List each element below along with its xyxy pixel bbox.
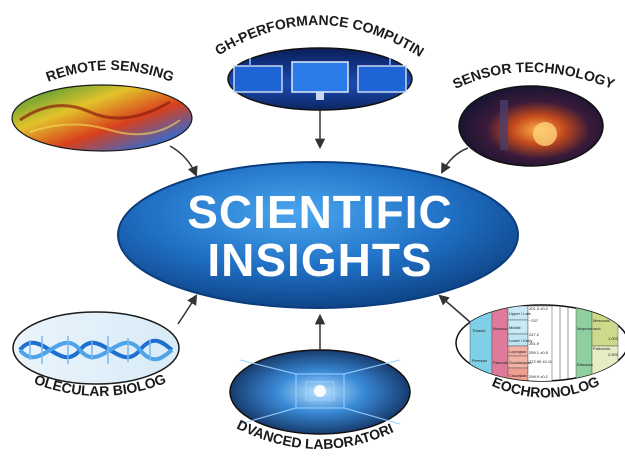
arrow-molecular-biology [177,294,198,325]
monitor-icon [233,58,407,100]
lab-light [314,385,326,397]
arrows [169,108,471,350]
terrain-ridge-2 [29,119,181,136]
geo-row-label: Middle [509,325,522,330]
geo-side-label: Mesozoic [493,327,508,331]
geo-value: 298.9 ±0.2 [529,374,549,379]
geo-row-label: Lopingian [509,349,526,354]
node-sensor-technology: SENSOR TECHNOLOGY [450,59,618,167]
sensor-technology-image [458,85,604,167]
center-node: SCIENTIFIC INSIGHTS [117,161,519,309]
geo-right-label: Mesozoic [593,318,610,323]
node-remote-sensing: REMOTE SENSING [11,57,193,152]
arrow-geochronology [438,294,471,323]
arrow-sensor-technology [440,147,469,174]
sensor-rig [500,100,508,150]
remote-sensing-image [11,84,193,152]
geo-row-label: Upper / Late [509,311,532,316]
geo-right-label: Paleozoic [593,346,610,351]
center-ellipse [117,161,519,309]
geochronology-table: Upper / Late Middle Lower / Early Loping… [469,305,619,381]
molecular-biology-image [12,311,180,385]
geo-row-label: Cisuralian [509,373,527,378]
center-title-line1: SCIENTIFIC [187,186,453,238]
geo-side-label: Triassic [472,328,486,333]
arrow-remote-sensing [169,145,198,177]
geo-value: ~237 [529,318,539,323]
geo-right-label: Neoproterozoic [577,327,601,331]
geo-right-label: Ediacaran [577,363,593,367]
terrain-ridge [19,100,171,122]
center-title-line2: INSIGHTS [207,234,432,286]
geo-right-value: 1,000 [608,336,619,341]
dna-helix-icon [18,336,174,364]
geo-right-value: 2,500 [608,352,619,357]
geo-value: 259.1 ±0.5 [529,350,549,355]
geo-value: 247.2 [529,332,540,337]
geo-row-label: Guadalupian [509,360,532,365]
geo-row-label: Lower / Early [509,338,532,343]
geo-value: 272.95 ±0.11 [529,359,553,364]
geo-side-label: Permian [472,358,487,363]
lab-tunnel-icon [239,359,401,425]
remote-sensing-label: REMOTE SENSING [44,57,177,85]
geo-value: 201.3 ±0.2 [529,306,549,311]
geo-side-label: Paleozoic [493,361,508,365]
sensor-glow [533,122,557,146]
geo-value: 251.9 [529,341,540,346]
